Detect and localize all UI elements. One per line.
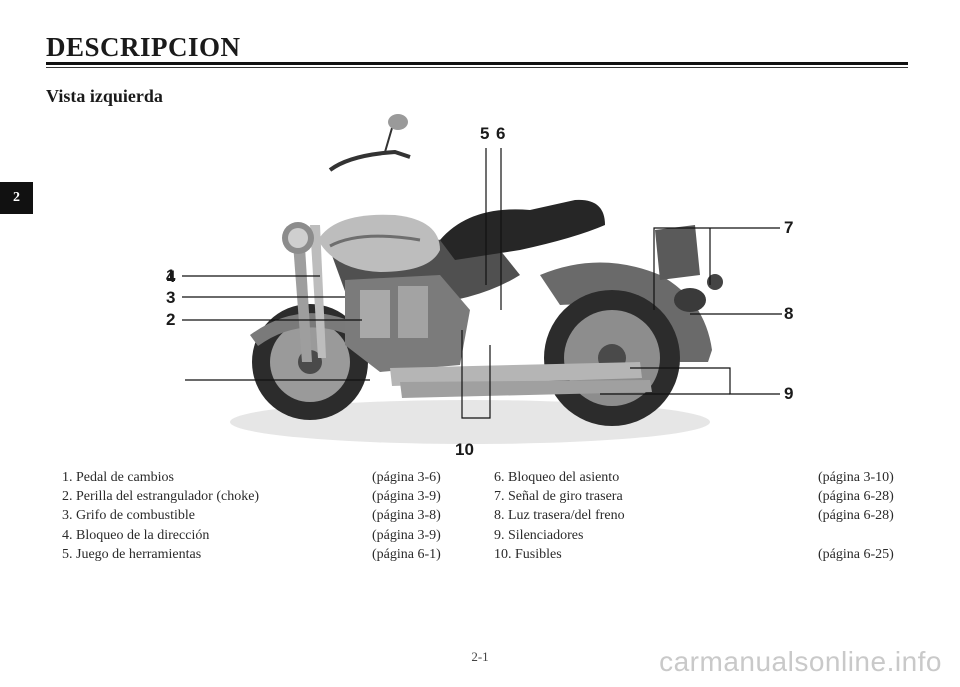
part-page: (página 3-8): [372, 508, 441, 524]
section-subtitle: Vista izquierda: [46, 86, 163, 106]
callout-9: 9: [784, 384, 794, 403]
motorcycle-illustration: [182, 114, 782, 444]
callout-4: 4: [166, 267, 176, 286]
part-page: (página 3-10): [818, 470, 894, 485]
callout-8: 8: [784, 304, 794, 323]
parts-pages-right: (página 3-10) (página 6-28) (página 6-28…: [818, 468, 894, 564]
callout-7: 7: [784, 218, 794, 237]
part-name: 7. Señal de giro trasera: [494, 489, 623, 505]
callout-1: 1: [166, 266, 176, 285]
callout-3: 3: [166, 288, 176, 307]
part-page: (página 3-6): [372, 470, 441, 485]
part-name: 8. Luz trasera/del freno: [494, 508, 625, 524]
part-name: 9. Silenciadores: [494, 527, 584, 543]
callout-10: 10: [455, 440, 474, 459]
part-page: (página 6-28): [818, 489, 894, 505]
part-page: (página 6-25): [818, 546, 894, 562]
parts-list-right: 6. Bloqueo del asiento 7. Señal de giro …: [494, 468, 625, 564]
page-title: DESCRIPCION: [46, 32, 241, 62]
part-name: 6. Bloqueo del asiento: [494, 470, 620, 485]
part-page: [818, 526, 894, 545]
part-page: (página 3-9): [372, 527, 441, 543]
callout-5: 5: [480, 124, 490, 143]
parts-pages-left: (página 3-6) (página 3-9) (página 3-8) (…: [372, 468, 441, 564]
chapter-tab: 2: [0, 182, 33, 214]
title-rule: [46, 62, 908, 65]
part-page: (página 6-28): [818, 508, 894, 524]
watermark: carmanualsonline.info: [659, 646, 942, 677]
page-number: 2-1: [471, 649, 489, 664]
callout-2: 2: [166, 310, 176, 329]
part-name: 5. Juego de herramientas: [62, 546, 202, 562]
part-page: (página 3-9): [372, 489, 441, 505]
part-name: 3. Grifo de combustible: [62, 508, 195, 524]
part-name: 10. Fusibles: [494, 546, 562, 562]
parts-list-left: 1. Pedal de cambios 2. Perilla del estra…: [62, 468, 259, 564]
callout-6: 6: [496, 124, 506, 143]
part-page: (página 6-1): [372, 546, 441, 562]
part-name: 4. Bloqueo de la dirección: [62, 527, 210, 543]
part-name: 1. Pedal de cambios: [62, 470, 174, 485]
part-name: 2. Perilla del estrangulador (choke): [62, 489, 260, 505]
title-rule-thin: [46, 67, 908, 68]
